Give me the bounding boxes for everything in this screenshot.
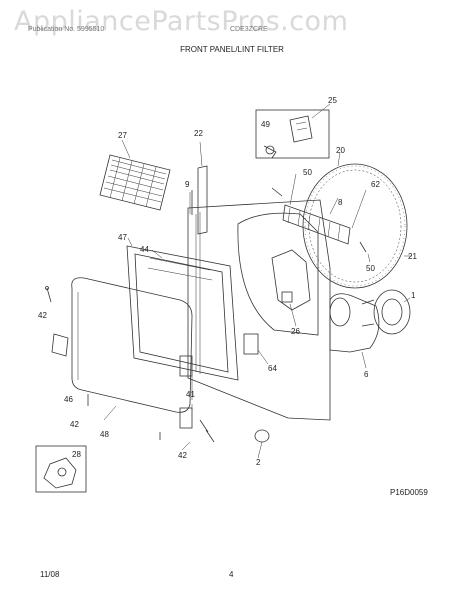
door-outer-panel-part-48 (51, 277, 193, 421)
lower-duct-part-6 (329, 293, 380, 369)
callout-27: 27 (118, 131, 127, 140)
lint-housing-part-8 (282, 173, 367, 245)
watermark: AppliancePartsPros.com (14, 6, 349, 37)
callout-50-lower: 50 (366, 264, 375, 273)
callout-2: 2 (256, 458, 261, 467)
callout-21: 21 (408, 252, 417, 261)
callout-20: 20 (336, 146, 345, 155)
callout-28: 28 (72, 450, 81, 459)
switch-part-26 (243, 249, 311, 365)
drum-rear-ring-part-20 (302, 151, 412, 289)
callout-9: 9 (185, 180, 190, 189)
footer-date: 11/08 (40, 570, 60, 579)
screw-part-50 (271, 187, 371, 263)
callout-46: 46 (64, 395, 73, 404)
callout-42-left: 42 (38, 311, 47, 320)
callout-8: 8 (338, 198, 343, 207)
callout-22: 22 (194, 129, 203, 138)
lint-filter-part-27 (99, 139, 171, 211)
inset-box-25-49 (255, 103, 331, 159)
callout-6: 6 (364, 370, 369, 379)
drawing-code: P16D0059 (390, 488, 428, 497)
duct-ring-part-1 (361, 289, 411, 335)
screw-part-42 (45, 286, 215, 451)
callout-49: 49 (261, 120, 270, 129)
model-number: CDE3ZCRE (230, 26, 268, 33)
duct-part-22 (189, 141, 208, 235)
hinge-part-41 (179, 355, 193, 429)
callout-48: 48 (100, 430, 109, 439)
diagram-title: FRONT PANEL/LINT FILTER (180, 45, 284, 54)
door-inner-frame-part-47 (126, 237, 239, 381)
inset-box-28 (35, 445, 87, 493)
callout-42-middle: 42 (70, 420, 79, 429)
callout-64: 64 (268, 364, 277, 373)
page-number: 4 (229, 570, 234, 579)
callout-41: 41 (186, 390, 195, 399)
callout-44: 44 (140, 245, 149, 254)
knob-part-2 (254, 429, 270, 459)
callout-1: 1 (411, 291, 416, 300)
callout-50-upper: 50 (303, 168, 312, 177)
callout-26: 26 (291, 327, 300, 336)
callout-25: 25 (328, 96, 337, 105)
callout-42-bottom: 42 (178, 451, 187, 460)
cabinet-front-panel (187, 199, 331, 421)
publication-number: Publication No. 5995510 (28, 26, 105, 33)
callout-47: 47 (118, 233, 127, 242)
callout-62: 62 (371, 180, 380, 189)
